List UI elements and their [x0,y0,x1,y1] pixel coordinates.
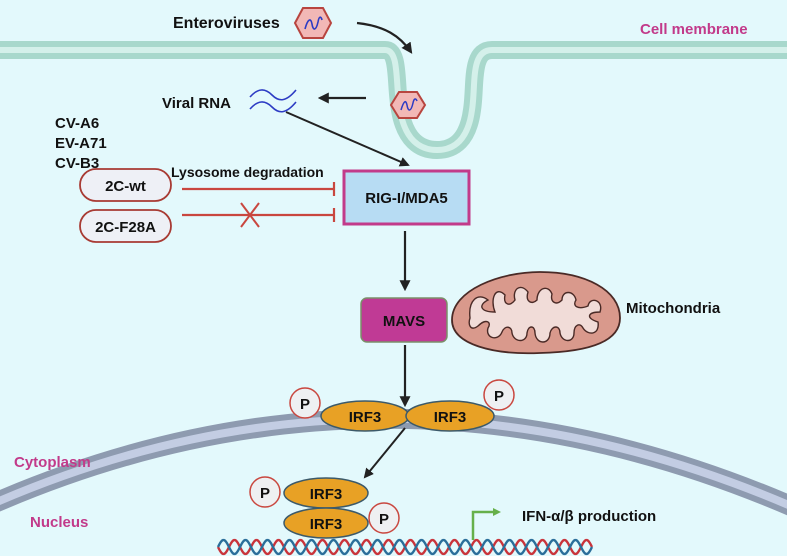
lysosome-degradation-label: Lysosome degradation [171,164,324,180]
node-mavs: MAVS [360,297,448,343]
irf3-dimer-nucleus: P IRF3 IRF3 P [249,476,400,539]
svg-text:P: P [260,485,270,502]
node-2c-wt-label: 2C-wt [105,178,146,195]
nuclear-translocation-arrow [363,427,406,479]
node-2c-f28a-label: 2C-F28A [95,219,156,236]
viral-rna-label: Viral RNA [162,95,231,112]
irf3-dimer-cytoplasm: P IRF3 IRF3 P [289,379,515,432]
irf3-right: IRF3 [405,400,495,432]
entry-arrow [356,21,413,54]
rna-sensing-arrow [285,111,410,167]
phospho-badge-bottom: P [368,502,400,534]
ifn-production-label: IFN-α/β production [522,508,656,525]
strain-ev-a71: EV-A71 [55,135,107,152]
svg-text:P: P [300,396,310,413]
nuclear-membrane [0,408,787,516]
dna-strand [216,538,594,556]
svg-text:P: P [379,511,389,528]
node-2c-wt: 2C-wt [79,168,172,202]
mitochondria-label: Mitochondria [626,300,721,317]
svg-text:IRF3: IRF3 [349,409,382,426]
irf3-top: IRF3 [283,477,369,509]
phospho-badge-left: P [289,387,321,419]
inhibition-wt [182,182,336,196]
mitochondria-icon [451,271,621,355]
irf3-bottom: IRF3 [283,507,369,539]
node-rig-i-mda5: RIG-I/MDA5 [342,169,471,226]
strain-cv-b3: CV-B3 [55,155,99,172]
node-mavs-label: MAVS [383,313,425,330]
phospho-badge-top: P [249,476,281,508]
irf3-left: IRF3 [320,400,410,432]
enteroviruses-label: Enteroviruses [173,15,280,32]
cell-membrane [0,41,787,160]
svg-text:P: P [494,388,504,405]
enterovirus-icon [293,7,333,39]
cell-membrane-label: Cell membrane [640,21,748,38]
node-rig-i-mda5-label: RIG-I/MDA5 [365,190,448,207]
nucleus-label: Nucleus [30,514,88,531]
strain-cv-a6: CV-A6 [55,115,99,132]
dna-helix-icon [216,538,594,556]
svg-text:IRF3: IRF3 [310,516,343,533]
node-2c-f28a: 2C-F28A [79,209,172,243]
svg-text:IRF3: IRF3 [434,409,467,426]
internalized-virus-icon [389,91,427,119]
transcription-arrow-icon [471,507,502,540]
phospho-badge-right: P [483,379,515,411]
blocked-x-icon [240,202,260,228]
svg-text:IRF3: IRF3 [310,486,343,503]
cytoplasm-label: Cytoplasm [14,454,91,471]
viral-rna-icon [249,89,297,113]
inhibition-mutant-blocked [182,202,336,228]
